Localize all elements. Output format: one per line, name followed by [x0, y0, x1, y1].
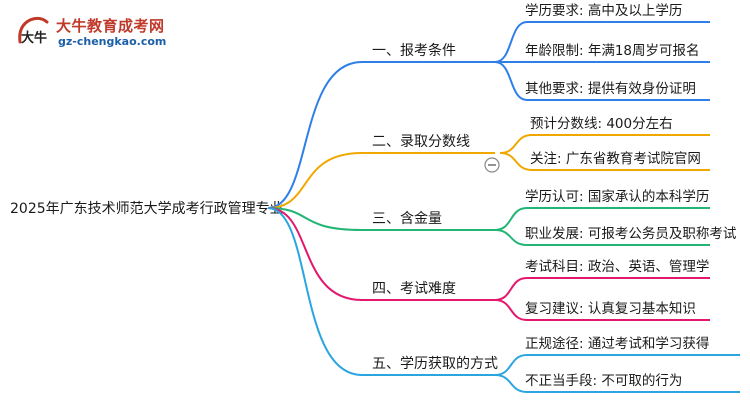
leaf-label-5-2: 不正当手段: 不可取的行为 [525, 373, 682, 389]
leaf-connector-2-1 [499, 134, 710, 154]
leaf-label-4-2: 复习建议: 认真复习基本知识 [525, 300, 696, 317]
branch-label-5: 五、学历获取的方式 [372, 356, 498, 372]
branch-label-2: 二、录取分数线 [372, 134, 470, 150]
leaf-connector-3-1 [494, 207, 710, 231]
leaf-label-3-2: 职业发展: 可报考公务员及职称考试 [525, 226, 737, 242]
svg-text:大牛: 大牛 [21, 30, 47, 46]
leaf-label-1-1: 学历要求: 高中及以上学历 [525, 2, 682, 19]
collapse-toggle-icon[interactable] [484, 157, 500, 173]
branch-connector-4 [267, 207, 495, 301]
leaf-label-1-3: 其他要求: 提供有效身份证明 [525, 81, 696, 97]
leaf-label-2-2: 关注: 广东省教育考试院官网 [530, 151, 701, 167]
leaf-connector-1-3 [494, 61, 710, 101]
branch-connector-1 [267, 61, 495, 209]
leaf-label-2-1: 预计分数线: 400分左右 [530, 116, 673, 132]
leaf-connector-3-2 [494, 229, 710, 246]
leaf-label-5-1: 正规途径: 通过考试和学习获得 [525, 335, 709, 352]
leaf-connector-5-1 [494, 354, 740, 376]
leaf-connector-5-2 [494, 374, 740, 393]
brand-title: 大牛教育成考网 [56, 17, 165, 35]
branch-connector-5 [267, 207, 495, 376]
root-topic: 2025年广东技术师范大学成考行政管理专业 [10, 200, 284, 217]
branch-label-1: 一、报考条件 [372, 42, 456, 59]
leaf-label-1-2: 年龄限制: 年满18周岁可报名 [525, 43, 700, 59]
brand-url: gz-chengkao.com [58, 35, 167, 48]
leaf-connector-4-1 [494, 277, 710, 301]
branch-label-4: 四、考试难度 [372, 281, 456, 297]
branch-connector-2 [267, 152, 495, 209]
leaf-connector-1-1 [494, 21, 710, 63]
leaf-connector-2-2 [499, 152, 710, 171]
branch-label-3: 三、含金量 [372, 211, 442, 227]
leaf-label-4-1: 考试科目: 政治、英语、管理学 [525, 258, 709, 275]
brand-logo: 大牛 大牛教育成考网 gz-chengkao.com [14, 12, 184, 52]
leaf-label-3-1: 学历认可: 国家承认的本科学历 [525, 188, 709, 205]
brand-mark-icon: 大牛 [18, 16, 49, 46]
branch-connector-3 [267, 207, 495, 231]
leaf-connector-4-2 [494, 299, 710, 321]
